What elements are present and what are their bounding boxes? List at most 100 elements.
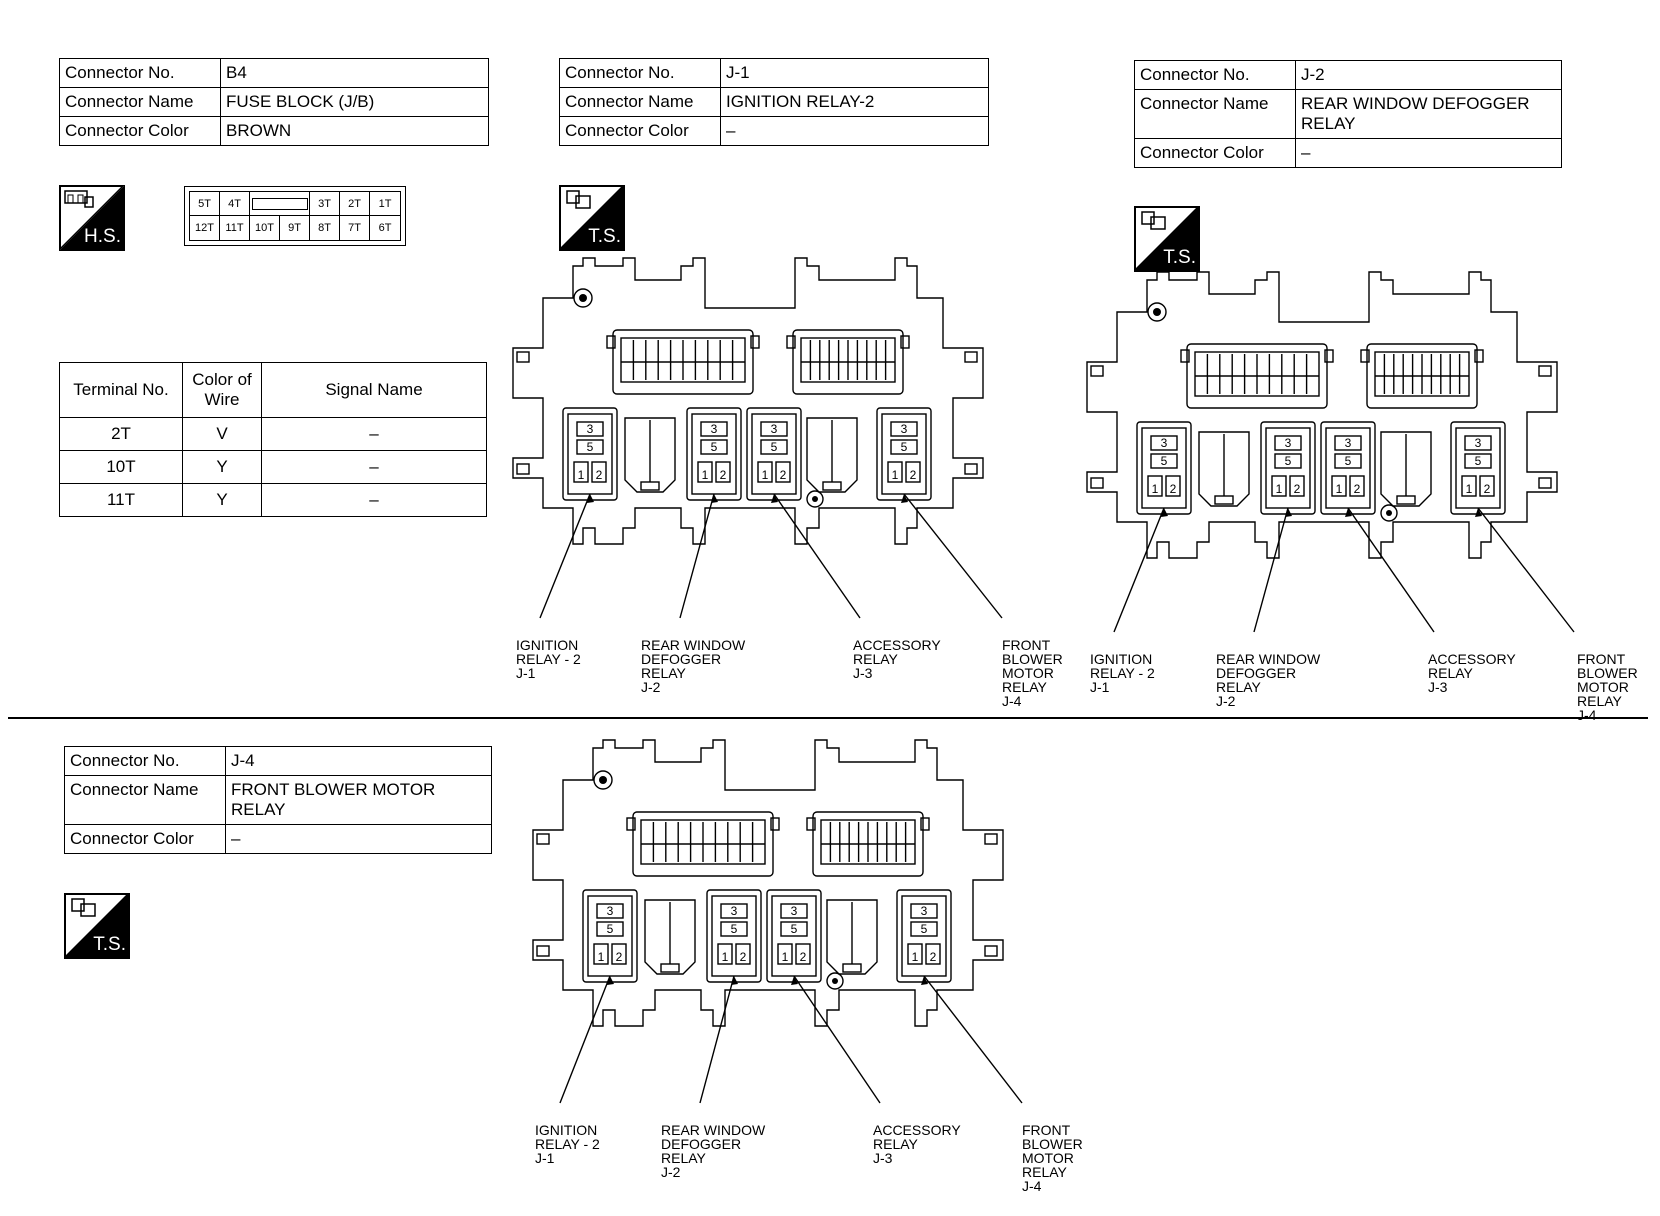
terminal-cell: 3T <box>310 192 340 216</box>
relay-terminal-number: 3 <box>711 422 718 436</box>
connector-color-value: – <box>225 824 492 854</box>
relay-terminal-number: 1 <box>782 950 789 964</box>
connector-no-value: J-2 <box>1295 60 1562 90</box>
badge-label: H.S. <box>84 226 121 247</box>
relay-terminal-number: 3 <box>1475 436 1482 450</box>
relay-terminal-number: 2 <box>780 468 787 482</box>
badge-label: T.S. <box>1163 247 1196 268</box>
relay-terminal-number: 5 <box>921 922 928 936</box>
connector-color-value: – <box>1295 138 1562 168</box>
signal-name: – <box>261 417 487 451</box>
connector-j2-info-table: Connector No. J-2 Connector Name REAR WI… <box>1134 60 1562 168</box>
connector-color-label: Connector Color <box>59 116 221 146</box>
connector-b4-info-table: Connector No. B4 Connector Name FUSE BLO… <box>59 58 489 146</box>
fuse-block-terminal-chart: 5T 4T 3T 2T 1T 12T 11T 10T 9T 8T 7T 6T <box>184 186 406 246</box>
relay-terminal-number: 1 <box>1336 482 1343 496</box>
relay-terminal-number: 2 <box>1484 482 1491 496</box>
terminal-cell: 6T <box>378 222 392 234</box>
terminal-side-badge: T.S. <box>1134 206 1200 272</box>
table-row: 2T V – <box>59 417 487 451</box>
connector-color-label: Connector Color <box>559 116 721 146</box>
terminal-cell: 1T <box>370 192 400 216</box>
table-row: 11T Y – <box>59 483 487 517</box>
relay-terminal-number: 5 <box>607 922 614 936</box>
terminal-cell: 7T <box>340 216 370 240</box>
relay-terminal-number: 1 <box>702 468 709 482</box>
relay-terminal-number: 5 <box>587 440 594 454</box>
relay-terminal-number: 3 <box>1285 436 1292 450</box>
wire-color: Y <box>182 450 262 484</box>
terminal-no: 11T <box>59 483 183 517</box>
terminal-cell: 12T <box>190 216 220 240</box>
connector-j4-info-table: Connector No. J-4 Connector Name FRONT B… <box>64 746 492 854</box>
relay-terminal-number: 3 <box>1345 436 1352 450</box>
terminal-cell: 10T <box>250 216 280 240</box>
connector-color-value: – <box>720 116 989 146</box>
callout-leader-lines-j2 <box>1113 507 1575 633</box>
relay-terminal-number: 1 <box>722 950 729 964</box>
relay-terminal-number: 5 <box>1345 454 1352 468</box>
connector-name-value: FRONT BLOWER MOTOR RELAY <box>225 775 492 825</box>
relay-terminal-number: 1 <box>1466 482 1473 496</box>
terminal-cell: 9T <box>280 216 310 240</box>
connector-view-icon <box>64 893 130 959</box>
relay-terminal-number: 5 <box>771 440 778 454</box>
terminal-signal-table: Terminal No. Color of Wire Signal Name 2… <box>59 362 487 517</box>
connector-color-value: BROWN <box>220 116 489 146</box>
relay-terminal-number: 2 <box>930 950 937 964</box>
relay-terminal-number: 3 <box>771 422 778 436</box>
connector-view-icon <box>1134 206 1200 272</box>
relay-terminal-number: 5 <box>1161 454 1168 468</box>
wire-color-header: Color of Wire <box>182 362 262 418</box>
relay-terminal-number: 5 <box>711 440 718 454</box>
terminal-cell: 8T <box>310 216 340 240</box>
relay-terminal-number: 3 <box>731 904 738 918</box>
connector-j1-info-table: Connector No. J-1 Connector Name IGNITIO… <box>559 58 989 146</box>
relay-terminal-number: 1 <box>912 950 919 964</box>
connector-name-label: Connector Name <box>559 87 721 117</box>
connector-no-label: Connector No. <box>64 746 226 776</box>
signal-name: – <box>261 450 487 484</box>
relay-terminal-number: 2 <box>1170 482 1177 496</box>
relay-terminal-number: 3 <box>901 422 908 436</box>
relay-terminal-number: 1 <box>578 468 585 482</box>
callout-leader-lines-j1 <box>539 493 1003 619</box>
relay-terminal-number: 2 <box>720 468 727 482</box>
terminal-cell: 2T <box>340 192 370 216</box>
relay-terminal-number: 3 <box>607 904 614 918</box>
relay-terminal-number: 3 <box>791 904 798 918</box>
callout-leader-lines-j4 <box>559 975 1023 1104</box>
terminal-cell: 5T <box>190 192 220 216</box>
signal-name: – <box>261 483 487 517</box>
relay-terminal-number: 1 <box>1152 482 1159 496</box>
relay-terminal-number: 5 <box>1285 454 1292 468</box>
relay-terminal-number: 2 <box>1294 482 1301 496</box>
relay-terminal-number: 1 <box>892 468 899 482</box>
terminal-cell: 4T <box>220 192 250 216</box>
relay-terminal-number: 2 <box>740 950 747 964</box>
relay-terminal-number: 5 <box>731 922 738 936</box>
connector-name-label: Connector Name <box>64 775 226 825</box>
relay-terminal-number: 1 <box>1276 482 1283 496</box>
badge-label: T.S. <box>93 934 126 955</box>
connector-color-label: Connector Color <box>64 824 226 854</box>
connector-no-value: B4 <box>220 58 489 88</box>
relay-terminal-number: 2 <box>910 468 917 482</box>
relay-terminal-number: 1 <box>598 950 605 964</box>
wire-color: V <box>182 417 262 451</box>
